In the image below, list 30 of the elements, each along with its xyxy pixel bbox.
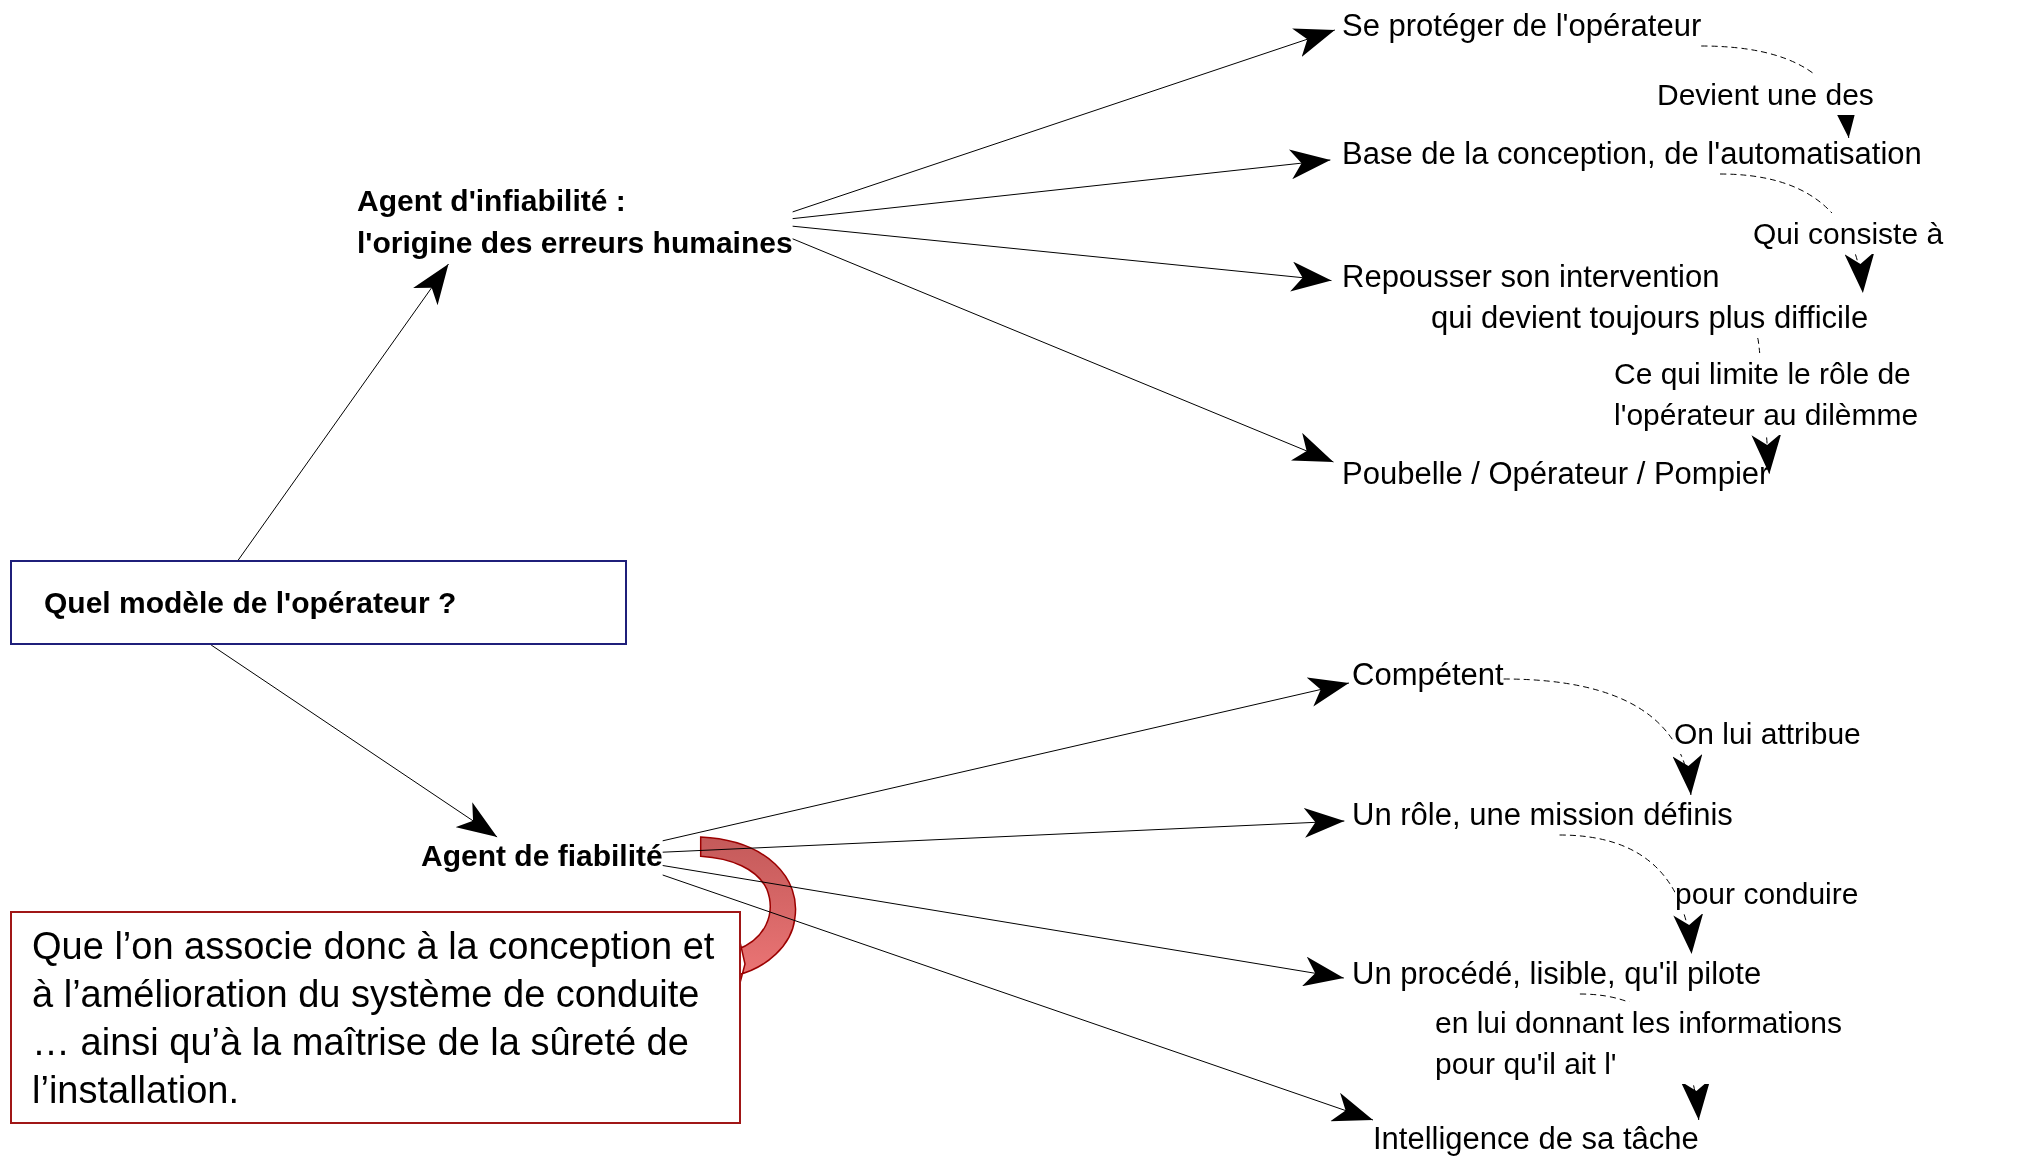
branch-text: Se protéger de l'opérateur (1342, 7, 1702, 45)
arrow (662, 807, 1345, 853)
dashed-curved-arrow (1559, 834, 1702, 955)
branch-text: Poubelle / Opérateur / Pompier (1342, 455, 1770, 493)
edge-label: Qui consiste à (1753, 213, 1944, 254)
branch-text: Repousser son intervention (1342, 258, 1720, 296)
arrow (662, 865, 1345, 987)
heading-text: l'origine des erreurs humaines (357, 225, 793, 261)
dashed-curved-arrow (1503, 678, 1700, 796)
branch-text: Base de la conception, de l'automatisation (1342, 135, 1922, 173)
branch-text: qui devient toujours plus difficile (1431, 299, 1869, 337)
arrow (237, 263, 449, 561)
arrow (210, 644, 498, 838)
arrow (662, 874, 1374, 1122)
edge-label: Devient une des (1657, 74, 1874, 115)
branch-text: Un rôle, une mission définis (1352, 796, 1733, 834)
arrow (662, 677, 1350, 842)
branch-text: Compétent (1352, 656, 1504, 694)
note-box (10, 911, 741, 1124)
arrow (792, 238, 1334, 463)
question-box (10, 560, 627, 645)
arrow (792, 149, 1331, 220)
note-text: Que l’on associe donc à la conception et à l’amélioration du système de conduite … ainsi qu’à la maîtrise de la sûreté de l’installation. (32, 923, 716, 1113)
arrow (792, 225, 1332, 292)
question-text: Quel modèle de l'opérateur ? (44, 584, 457, 621)
branch-text: Un procédé, lisible, qu'il pilote (1352, 955, 1762, 993)
branch-text: Intelligence de sa tâche (1373, 1120, 1699, 1158)
arrow (792, 28, 1336, 213)
heading-text: Agent d'infiabilité : (357, 183, 626, 219)
heading-text: Agent de fiabilité (421, 838, 663, 874)
